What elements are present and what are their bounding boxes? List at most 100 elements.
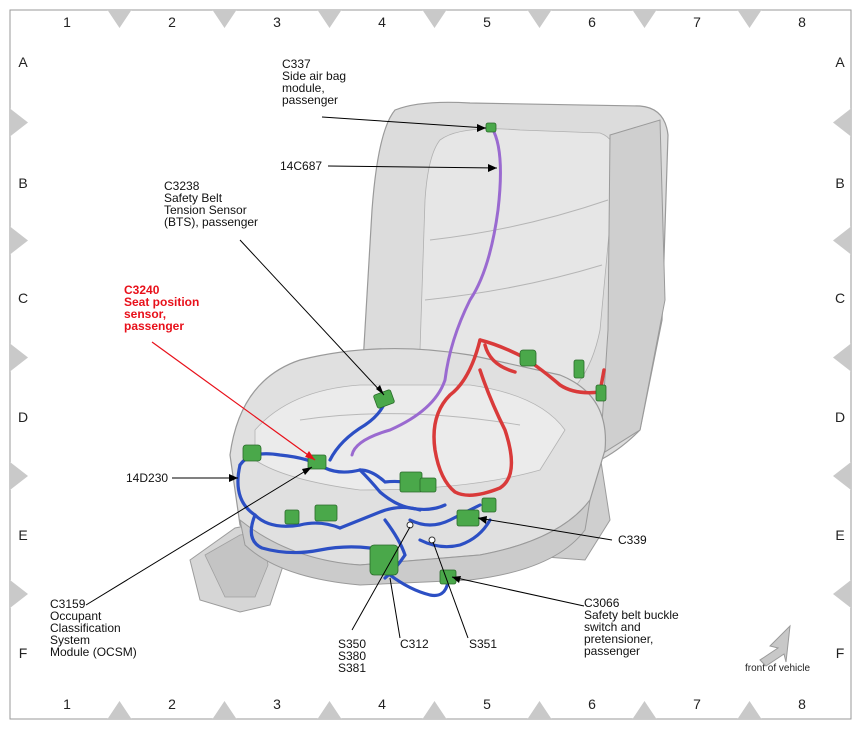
callout-line: C339 [618, 533, 647, 547]
connector-left-cushion [242, 444, 262, 462]
grid-marker [833, 343, 851, 372]
callout-line: sensor, [124, 307, 166, 321]
seat-backrest-side [599, 119, 666, 456]
callout-line: 14C687 [280, 159, 322, 173]
grid-marker [737, 701, 762, 719]
callout-line: C337 [282, 57, 311, 71]
grid-column-top: 3 [273, 14, 281, 30]
seat-cushion-seam [299, 413, 521, 426]
grid-row-left: C [18, 290, 28, 306]
callout-line: 14D230 [126, 471, 168, 485]
label-c339: C339 [618, 533, 647, 547]
grid-row-left: F [19, 645, 28, 661]
grid-marker [422, 701, 447, 719]
seat-backrest-seam-2 [424, 264, 603, 301]
grid-column-top: 2 [168, 14, 176, 30]
grid-marker [10, 226, 28, 255]
grid-column-bottom: 3 [273, 696, 281, 712]
grid-row-right: F [836, 645, 845, 661]
grid-marker [212, 10, 237, 28]
front-of-vehicle-indicator: front of vehicle [745, 624, 810, 674]
leader-14c687 [327, 165, 498, 169]
callout-line: passenger [282, 93, 338, 107]
grid-marker [10, 462, 28, 490]
seat-cushion-front [239, 499, 591, 586]
grid-marker [833, 462, 851, 490]
callout-line: C3238 [164, 179, 200, 193]
connector-blue-right [481, 497, 497, 513]
grid-column-bottom: 4 [378, 696, 386, 712]
leader-c3238 [239, 239, 385, 396]
callout-line: C312 [400, 637, 429, 651]
grid-marker [737, 10, 762, 28]
grid-marker [527, 10, 552, 28]
grid-row-left: E [18, 527, 27, 543]
label-c312: C312 [400, 637, 429, 651]
leader-s351 [432, 541, 469, 639]
label-14c687: 14C687 [280, 159, 322, 173]
seat-cushion-top [254, 384, 566, 491]
callout-line: Occupant [50, 609, 102, 623]
leader-lines [85, 116, 613, 639]
grid-marker [107, 701, 132, 719]
grid-column-bottom: 5 [483, 696, 491, 712]
callout-line: switch and [584, 620, 641, 634]
callout-line: Tension Sensor [164, 203, 247, 217]
connector-center-2 [419, 477, 437, 493]
grid-rows-left: A B C D E F [10, 54, 28, 661]
grid-column-top: 7 [693, 14, 701, 30]
grid-row-left: B [18, 175, 27, 191]
grid-marker [10, 108, 28, 137]
harness-blue [236, 400, 492, 598]
seat-backrest-seam-1 [429, 199, 609, 241]
callout-line: Module (OCSM) [50, 645, 137, 659]
grid-column-top: 8 [798, 14, 806, 30]
grid-marker [422, 10, 447, 28]
callout-line: Side air bag [282, 69, 346, 83]
arrowheads [229, 124, 497, 583]
grid-column-bottom: 8 [798, 696, 806, 712]
grid-marker [833, 226, 851, 255]
grid-marker [632, 10, 657, 28]
callout-line: C3066 [584, 596, 620, 610]
callout-line: module, [282, 81, 325, 95]
arrowhead-c3240 [305, 451, 315, 460]
grid-row-right: D [835, 409, 845, 425]
callout-line: System [50, 633, 90, 647]
label-s351: S351 [469, 637, 497, 651]
grid-column-top: 5 [483, 14, 491, 30]
grid-marker [632, 701, 657, 719]
connector-red-3 [595, 384, 607, 402]
grid-marker [833, 108, 851, 137]
grid-marker [107, 10, 132, 28]
callout-line: passenger [584, 644, 640, 658]
grid-column-top: 6 [588, 14, 596, 30]
grid-row-right: C [835, 290, 845, 306]
callout-line: S351 [469, 637, 497, 651]
connector-c339 [456, 509, 480, 527]
grid-marker [317, 701, 342, 719]
grid-marker [527, 701, 552, 719]
seat-backrest-panel [419, 128, 617, 406]
grid-column-bottom: 1 [63, 696, 71, 712]
connector-ocsm-3 [284, 509, 300, 525]
connector-ocsm-2 [314, 504, 338, 522]
grid-column-bottom: 2 [168, 696, 176, 712]
callout-line: passenger [124, 319, 184, 333]
grid-marker [10, 343, 28, 372]
callout-line: (BTS), passenger [164, 215, 258, 229]
connector-c337 [485, 122, 497, 133]
connector-red-2 [573, 359, 585, 379]
grid-row-left: A [18, 54, 28, 70]
leader-c337 [321, 116, 487, 129]
grid-column-bottom: 7 [693, 696, 701, 712]
grid-row-left: D [18, 409, 28, 425]
grid-marker [317, 10, 342, 28]
connector-c3159 [369, 544, 399, 576]
